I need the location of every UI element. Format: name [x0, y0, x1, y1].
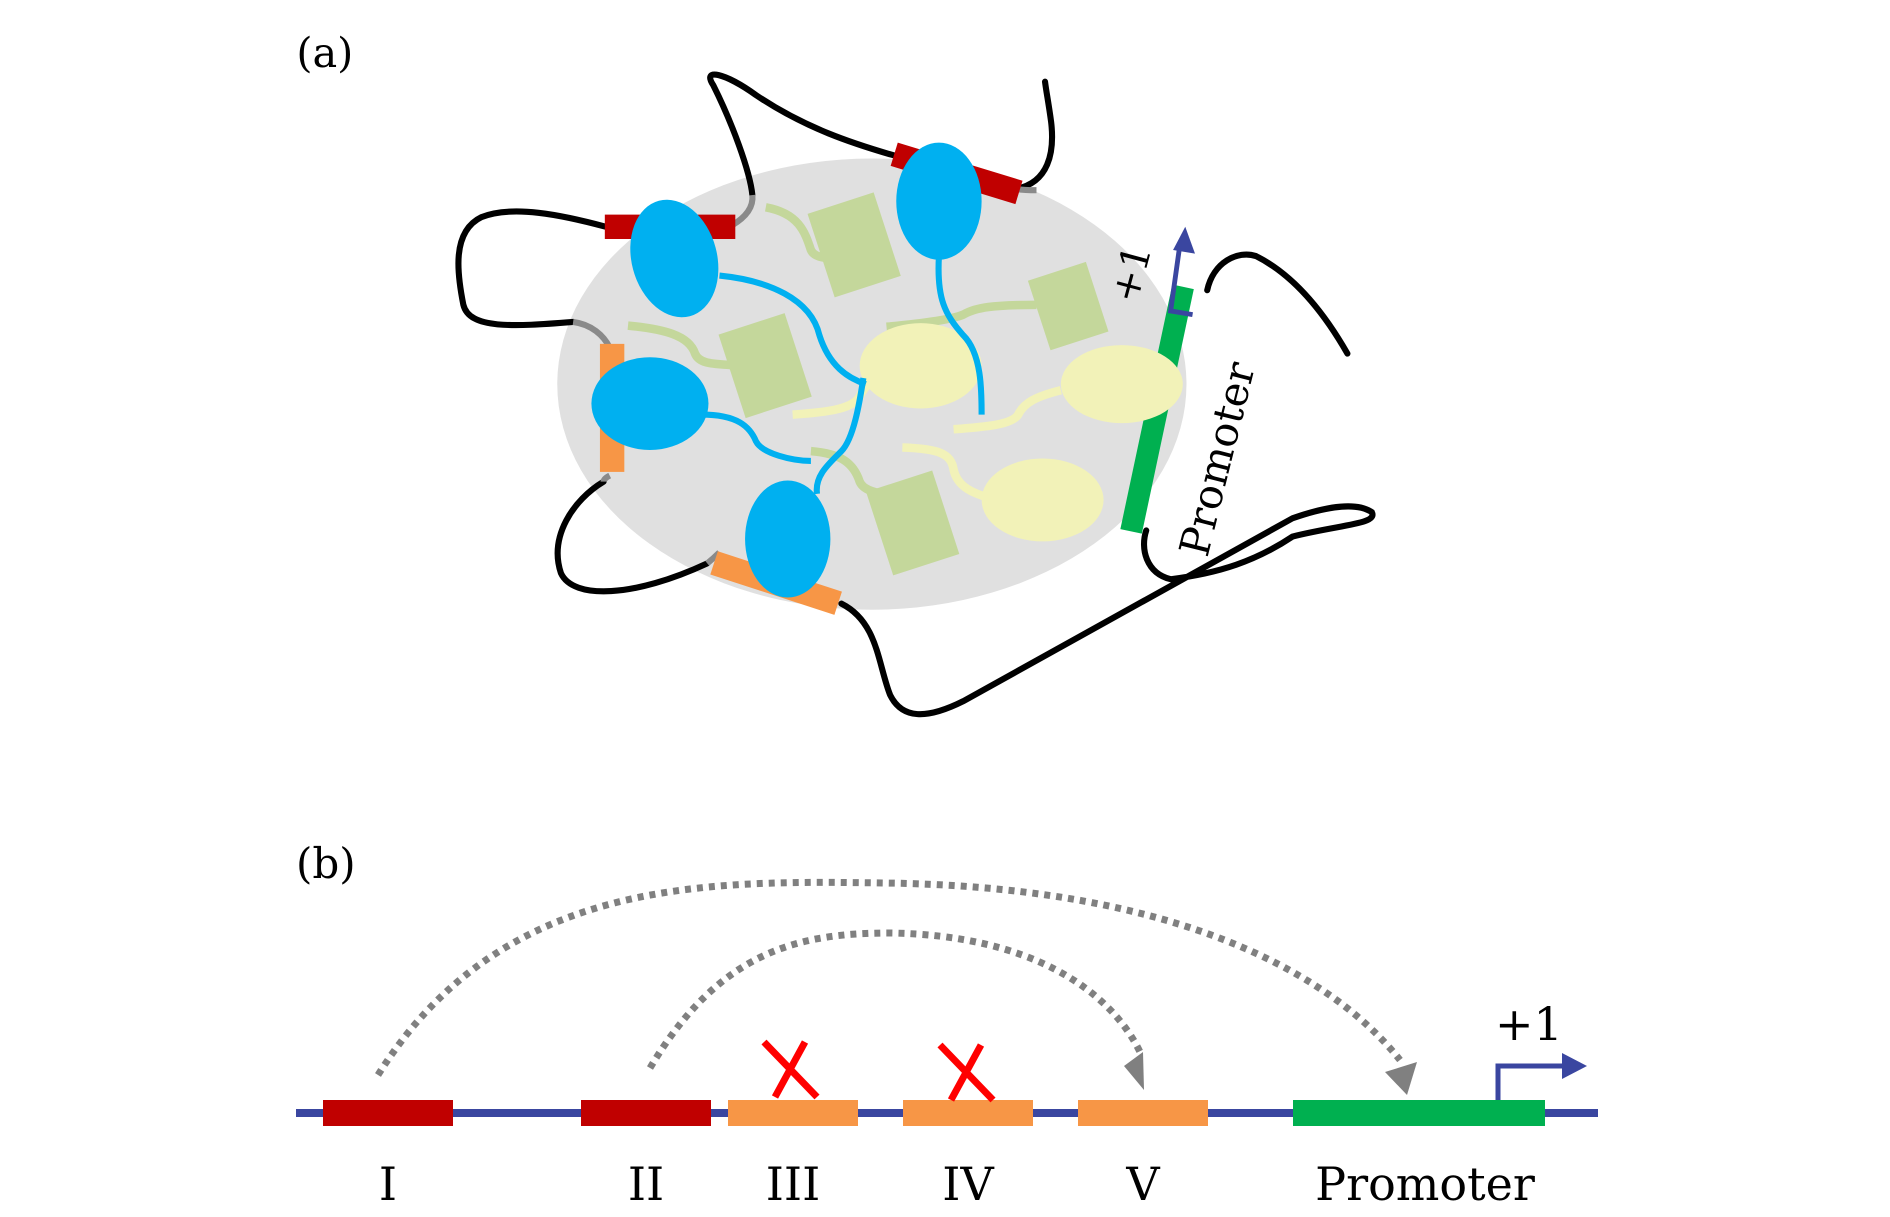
- element-box-I: [323, 1100, 453, 1126]
- yellow-proteins: [859, 323, 1183, 542]
- chromatin-loop-top: [707, 71, 900, 199]
- element-box-V: [1078, 1100, 1208, 1126]
- panel-b: (b) +1 I II III IV: [296, 839, 1598, 1211]
- blue-protein: [591, 357, 709, 450]
- green-protein: [807, 192, 901, 298]
- green-proteins: [718, 192, 1109, 576]
- green-protein: [718, 313, 812, 419]
- element-box-IV: [903, 1100, 1033, 1126]
- element-label-V: V: [1125, 1157, 1160, 1211]
- blue-protein: [630, 199, 719, 318]
- blue-protein: [745, 480, 831, 598]
- element-label-I: I: [379, 1157, 397, 1211]
- element-box-II: [581, 1100, 711, 1126]
- blue-protein: [896, 142, 982, 260]
- tss-arrow-line: [1167, 249, 1193, 318]
- panel-b-label: (b): [296, 839, 356, 888]
- interaction-arc-II-to-V: [646, 929, 1144, 1070]
- block-mark-IV-icon: [937, 1042, 996, 1103]
- chromatin-loop-right: [1204, 251, 1351, 357]
- yellow-protein: [1060, 345, 1183, 424]
- tss-arrow-head-icon: [1562, 1053, 1587, 1079]
- element-label-IV: IV: [942, 1157, 994, 1211]
- block-mark-III-icon: [761, 1039, 820, 1100]
- chromatin-loop-left-top: [455, 208, 610, 329]
- interaction-arrowhead-icon: [1124, 1052, 1144, 1090]
- green-protein: [866, 470, 960, 576]
- element-label-III: III: [766, 1157, 821, 1211]
- yellow-protein: [859, 323, 982, 409]
- panel-b-tss-label: +1: [1495, 997, 1563, 1051]
- chromatin-tail-top: [1012, 78, 1056, 193]
- element-label-II: II: [628, 1157, 664, 1211]
- panel-a: (a) +1 Promoter: [296, 29, 1376, 718]
- green-protein: [1027, 261, 1109, 351]
- chromatin-fiber: [455, 71, 1376, 718]
- element-labels: I II III IV V Promoter: [379, 1157, 1535, 1211]
- interaction-arrowhead-icon: [1385, 1062, 1417, 1095]
- yellow-protein: [981, 458, 1104, 542]
- element-box-promoter: [1293, 1100, 1545, 1126]
- blue-protein-tails: [701, 255, 985, 495]
- element-label-promoter: Promoter: [1315, 1157, 1535, 1211]
- chromatin-loop-bottom-right: [838, 503, 1376, 718]
- panel-a-label: (a): [296, 29, 353, 77]
- interaction-arc-I-to-promoter: [375, 878, 1403, 1077]
- tss-arrow-line: [1495, 1063, 1565, 1100]
- blue-proteins: [591, 142, 982, 598]
- tss-arrow-head-icon: [1173, 226, 1196, 254]
- element-box-III: [728, 1100, 858, 1126]
- chromatin-loop-left-bottom: [554, 478, 711, 595]
